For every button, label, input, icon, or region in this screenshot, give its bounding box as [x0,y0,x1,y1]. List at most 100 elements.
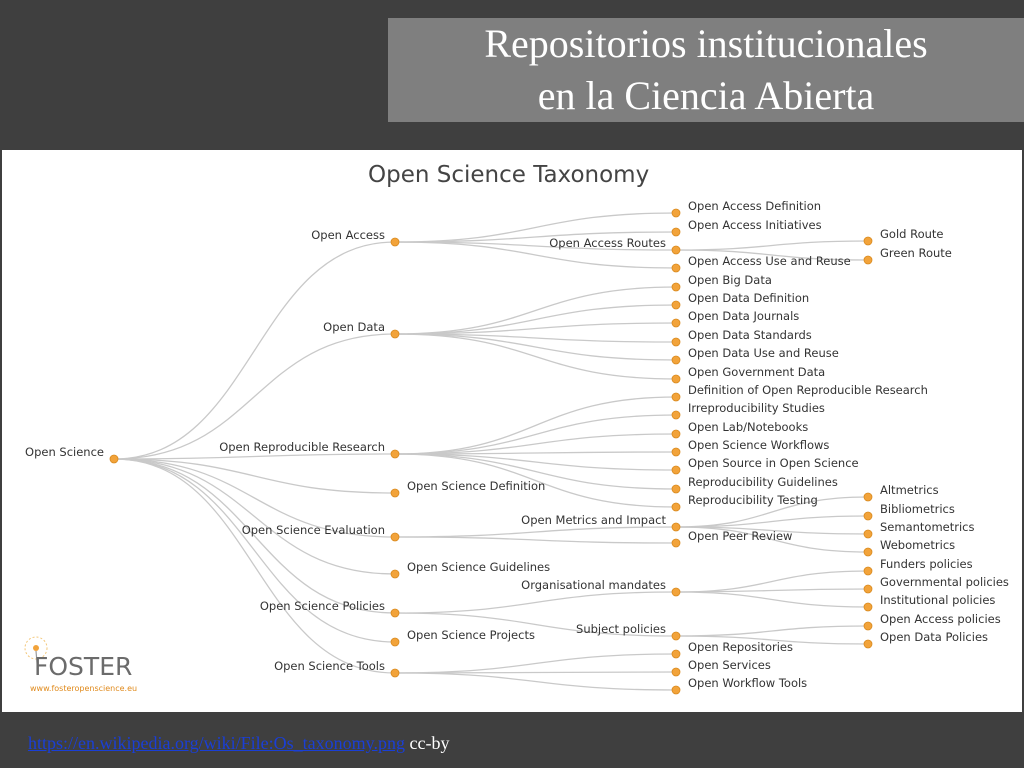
node-dot-olab [671,429,681,439]
node-dot-ods [671,337,681,347]
node-label-od: Open Data [323,320,385,334]
node-label-sem: Semantometrics [880,520,974,534]
node-dot-gov [863,584,873,594]
slide-title-line2: en la Ciencia Abierta [537,73,875,118]
node-dot-odj [671,318,681,328]
edge-root-ost [113,458,396,674]
node-label-opr: Open Peer Review [688,529,792,543]
edge-od-ods [394,333,677,343]
edge-subp-oap [675,625,869,637]
node-label-oduse: Open Data Use and Reuse [688,346,839,360]
node-label-odp: Open Data Policies [880,630,988,644]
edge-ose-omi [394,526,677,538]
node-dot-oarou [671,245,681,255]
node-dot-owt [671,685,681,695]
edge-oa-oause [394,241,677,269]
node-dot-sem [863,529,873,539]
edge-od-oddef [394,304,677,335]
node-dot-opr [671,538,681,548]
node-dot-web [863,547,873,557]
node-dot-ogd [671,374,681,384]
edge-orgm-gov [675,588,869,593]
slide-title: Repositorios institucionales en la Cienc… [388,18,1024,122]
node-label-web: Webometrics [880,538,955,552]
logo-wordmark: FOSTER [34,652,133,681]
edge-orr-dorr [394,396,677,455]
node-label-gold: Gold Route [880,227,943,241]
logo-url: www.fosteropenscience.eu [30,684,138,693]
node-label-oause: Open Access Use and Reuse [688,254,851,268]
node-label-root: Open Science [25,445,104,459]
node-dot-root [109,454,119,464]
edge-ost-orep [394,653,677,674]
edge-orgm-fund [675,570,869,593]
edge-ost-owt [394,672,677,691]
node-dot-orep [671,649,681,659]
license-text: cc-by [409,733,450,753]
node-label-subp: Subject policies [576,622,666,636]
edge-root-oa [113,241,396,460]
node-label-fund: Funders policies [880,557,973,571]
node-dot-subp [671,631,681,641]
edge-orr-irr [394,414,677,455]
edge-root-osd [113,458,396,494]
node-label-inst: Institutional policies [880,593,995,607]
node-dot-osp [390,608,400,618]
edge-oa-oadef [394,212,677,243]
source-credit: https://en.wikipedia.org/wiki/File:Os_ta… [28,733,449,754]
node-label-ogd: Open Government Data [688,365,825,379]
edge-oa-oaini [394,231,677,243]
node-label-oddef: Open Data Definition [688,291,809,305]
node-dot-oadef [671,208,681,218]
foster-logo: FOSTER www.fosteropenscience.eu [22,634,162,704]
node-label-oap: Open Access policies [880,612,1001,626]
node-label-dorr: Definition of Open Reproducible Research [688,383,928,397]
node-label-oaini: Open Access Initiatives [688,218,822,232]
edge-oarou-gold [675,240,869,251]
node-dot-oa [390,237,400,247]
node-label-obd: Open Big Data [688,273,772,287]
node-label-orgm: Organisational mandates [521,578,666,592]
node-dot-irr [671,410,681,420]
edge-od-ogd [394,333,677,380]
node-label-orep: Open Repositories [688,640,793,654]
edge-omi-web [675,526,869,553]
node-label-ospr: Open Science Projects [407,628,535,642]
node-dot-ost [390,668,400,678]
node-dot-oap [863,621,873,631]
edge-osp-orgm [394,591,677,614]
node-dot-bib [863,511,873,521]
slide-title-line1: Repositorios institucionales [484,21,928,66]
edge-subp-odp [675,635,869,645]
edge-orr-rt [394,453,677,508]
node-dot-orr [390,449,400,459]
node-label-green: Green Route [880,246,952,260]
edge-ost-oserv [394,671,677,674]
node-dot-fund [863,566,873,576]
edges-layer [113,212,869,691]
edge-od-obd [394,286,677,335]
edge-orr-olab [394,433,677,455]
node-label-bib: Bibliometrics [880,502,955,516]
node-dot-rt [671,502,681,512]
edge-root-osg [113,458,396,575]
source-link[interactable]: https://en.wikipedia.org/wiki/File:Os_ta… [28,733,405,753]
node-dot-gold [863,236,873,246]
edge-od-odj [394,322,677,335]
node-label-omi: Open Metrics and Impact [521,513,666,527]
edge-omi-sem [675,526,869,535]
node-label-orr: Open Reproducible Research [219,440,385,454]
node-label-irr: Irreproducibility Studies [688,401,825,415]
node-label-olab: Open Lab/Notebooks [688,420,808,434]
node-dot-osd [390,488,400,498]
edge-orr-osos [394,453,677,471]
edge-orgm-inst [675,591,869,608]
edge-oa-oarou [394,241,677,251]
node-label-osw: Open Science Workflows [688,438,829,452]
node-label-rg: Reproducibility Guidelines [688,475,838,489]
node-label-osg: Open Science Guidelines [407,560,550,574]
node-dot-ospr [390,637,400,647]
node-label-oserv: Open Services [688,658,771,672]
